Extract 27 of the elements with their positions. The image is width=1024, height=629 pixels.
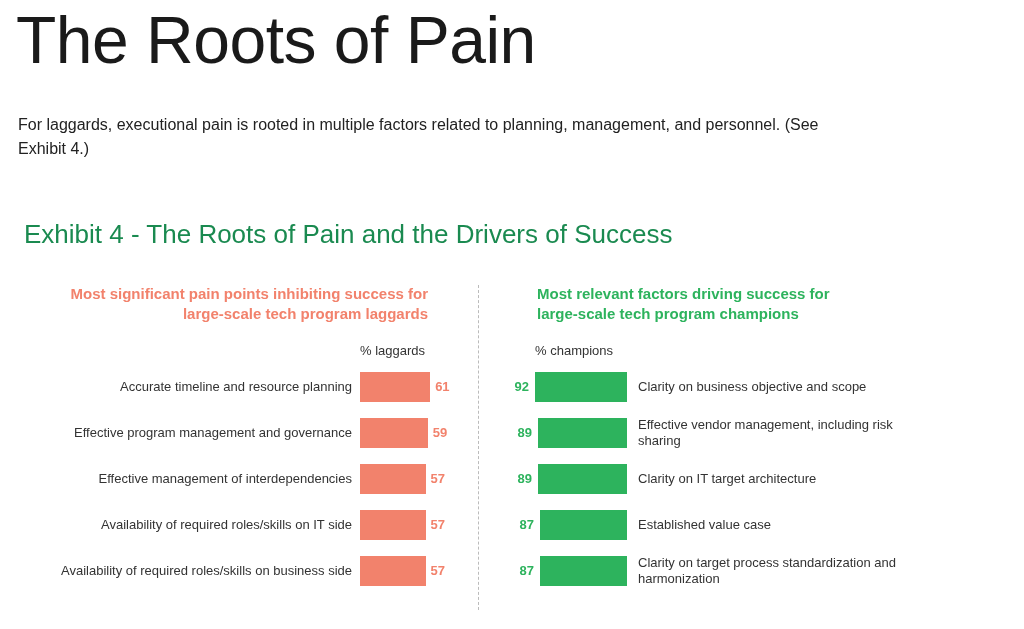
- intro-paragraph: For laggards, executional pain is rooted in multiple factors related to planning, management, and personnel. (See Exhibit 4.): [18, 115, 820, 159]
- exhibit-heading: Exhibit 4 - The Roots of Pain and the Drivers of Success: [24, 219, 673, 250]
- value-label: 87: [519, 517, 534, 532]
- value-label: 59: [432, 425, 448, 440]
- category-label: Effective vendor management, including risk sharing: [638, 417, 894, 449]
- value-label: 57: [430, 563, 445, 578]
- value-label: 87: [519, 563, 534, 578]
- value-label: 57: [430, 517, 445, 532]
- value-label: 89: [517, 471, 532, 486]
- chart-title: Most relevant factors driving success for large-scale tech program champions: [537, 284, 831, 324]
- value-label: 89: [517, 425, 532, 440]
- category-label: Clarity on business objective and scope: [638, 379, 868, 395]
- category-label: Availability of required roles/skills on IT side: [100, 517, 352, 533]
- category-label: Effective program management and governance: [73, 425, 352, 441]
- category-label: Availability of required roles/skills on business side: [60, 563, 352, 579]
- axis-label: % laggards: [360, 343, 426, 358]
- page-title: The Roots of Pain: [16, 2, 536, 78]
- category-label: Accurate timeline and resource planning: [119, 379, 352, 395]
- value-label: 57: [430, 471, 445, 486]
- category-label: Clarity on IT target architecture: [638, 471, 818, 487]
- category-label: Established value case: [638, 517, 772, 533]
- axis-label: % champions: [535, 343, 614, 358]
- category-label: Clarity on target process standardization and harmonization: [638, 555, 897, 587]
- chart-title: Most significant pain points inhibiting success for large-scale tech program laggards: [69, 284, 428, 324]
- value-label: 61: [435, 379, 450, 394]
- value-label: 92: [514, 379, 529, 394]
- category-label: Effective management of interdependencies: [97, 471, 352, 487]
